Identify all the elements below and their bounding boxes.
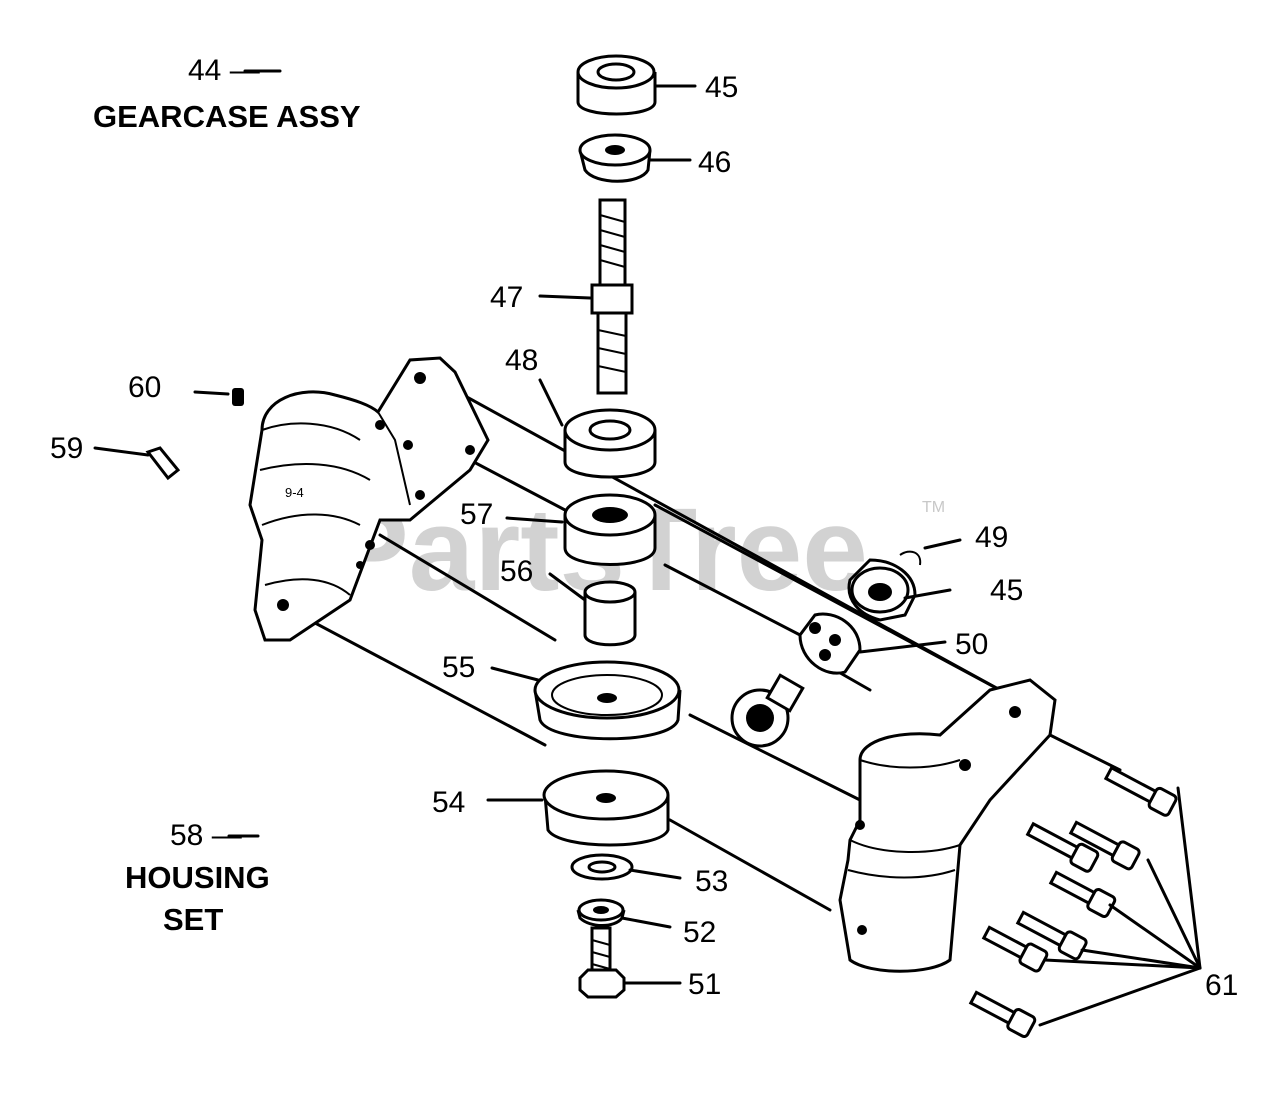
part-57-bearing bbox=[563, 493, 657, 566]
part-52-nut bbox=[576, 898, 626, 927]
gearcase-assy-title: GEARCASE ASSY bbox=[93, 99, 361, 134]
callout-48: 48 bbox=[505, 344, 538, 377]
leader-lines bbox=[93, 69, 1202, 1027]
housing-set-title-line2: SET bbox=[163, 902, 223, 937]
callout-60: 60 bbox=[128, 371, 161, 404]
callout-45-top: 45 bbox=[705, 71, 738, 104]
callout-52: 52 bbox=[683, 916, 716, 949]
callout-57: 57 bbox=[460, 498, 493, 531]
part-45-bearing-top bbox=[576, 54, 657, 116]
svg-text:9-4: 9-4 bbox=[285, 485, 304, 500]
part-46-gear bbox=[578, 133, 652, 183]
callout-61: 61 bbox=[1205, 969, 1238, 1002]
part-61-bolts bbox=[968, 765, 1178, 1038]
right-housing-part bbox=[838, 678, 1057, 973]
part-56-sleeve bbox=[583, 580, 637, 647]
callout-59: 59 bbox=[50, 432, 83, 465]
part-49-clip bbox=[899, 550, 922, 566]
part-53-washer bbox=[570, 853, 634, 881]
pinion-gear-part bbox=[730, 673, 805, 748]
left-housing-part: 9-4 bbox=[248, 356, 490, 642]
watermark-trademark: TM bbox=[922, 499, 945, 516]
callout-53: 53 bbox=[695, 865, 728, 898]
part-54-cup bbox=[542, 769, 670, 847]
callout-49: 49 bbox=[975, 521, 1008, 554]
housing-set-title-line1: HOUSING bbox=[125, 860, 270, 895]
callout-51: 51 bbox=[688, 968, 721, 1001]
part-45-bearing-side bbox=[847, 558, 917, 622]
callout-47: 47 bbox=[490, 281, 523, 314]
part-59-screw bbox=[145, 446, 181, 481]
callout-56: 56 bbox=[500, 555, 533, 588]
callout-45-side: 45 bbox=[990, 574, 1023, 607]
part-50-gear bbox=[798, 612, 862, 675]
assembly-guide-lines bbox=[298, 383, 1122, 912]
callout-46: 46 bbox=[698, 146, 731, 179]
part-47-shaft bbox=[590, 198, 634, 395]
callout-50: 50 bbox=[955, 628, 988, 661]
part-55-cup bbox=[533, 660, 682, 741]
callout-labels: 45 46 47 48 60 59 57 49 56 45 50 55 54 5… bbox=[50, 71, 1238, 1002]
callout-54: 54 bbox=[432, 786, 465, 819]
part-51-bolt bbox=[578, 926, 626, 999]
part-60-screw bbox=[232, 388, 244, 406]
part-48-bearing bbox=[563, 408, 657, 479]
callout-55: 55 bbox=[442, 651, 475, 684]
